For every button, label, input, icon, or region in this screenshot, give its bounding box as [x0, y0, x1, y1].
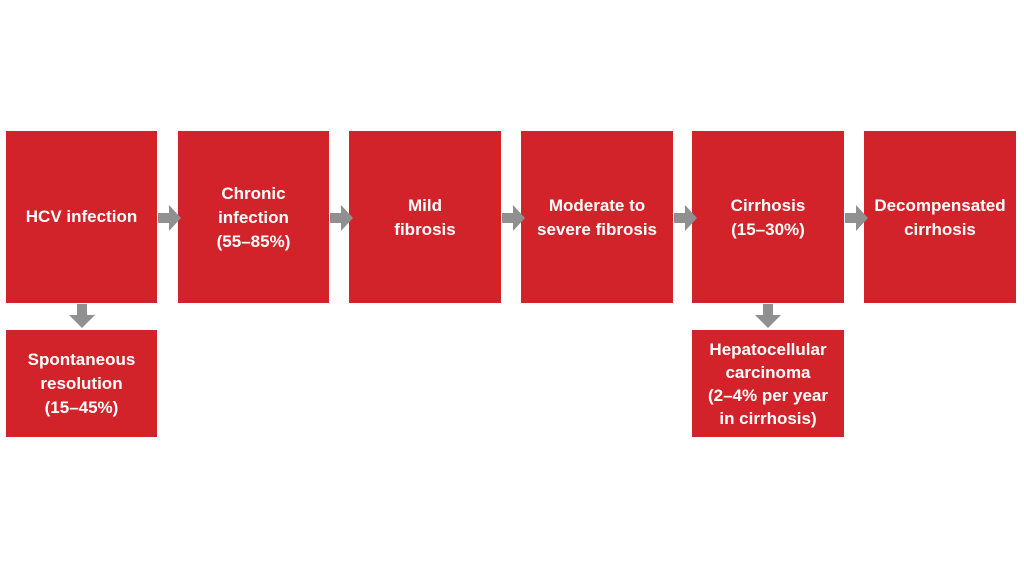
node-chronic-infection: Chronic infection (55–85%): [178, 131, 329, 303]
node-hcv-infection: HCV infection: [6, 131, 157, 303]
node-decompensated-cirrhosis-label: Decompensated cirrhosis: [874, 196, 1006, 239]
node-cirrhosis: Cirrhosis (15–30%): [692, 131, 844, 303]
arrow-right-icon: [330, 204, 354, 232]
node-chronic-infection-label: Chronic infection (55–85%): [216, 184, 291, 251]
arrow-right-icon: [502, 204, 526, 232]
arrow-down-icon: [754, 304, 782, 329]
node-hepatocellular-carcinoma: Hepatocellular carcinoma (2–4% per year …: [692, 330, 844, 437]
node-decompensated-cirrhosis: Decompensated cirrhosis: [864, 131, 1016, 303]
node-moderate-severe-fibrosis-label: Moderate to severe fibrosis: [536, 196, 657, 239]
node-hepatocellular-carcinoma-label: Hepatocellular carcinoma (2–4% per year …: [707, 339, 829, 428]
node-cirrhosis-label: Cirrhosis (15–30%): [730, 196, 806, 239]
arrow-right-icon: [158, 204, 182, 232]
node-spontaneous-resolution: Spontaneous resolution (15–45%): [6, 330, 157, 437]
arrow-right-icon: [674, 204, 698, 232]
node-mild-fibrosis: Mild fibrosis: [349, 131, 501, 303]
arrow-right-icon: [845, 204, 869, 232]
node-mild-fibrosis-label: Mild fibrosis: [394, 196, 456, 239]
node-spontaneous-resolution-label: Spontaneous resolution (15–45%): [27, 349, 136, 417]
node-hcv-infection-label: HCV infection: [25, 207, 138, 226]
arrow-down-icon: [68, 304, 96, 329]
node-moderate-severe-fibrosis: Moderate to severe fibrosis: [521, 131, 673, 303]
